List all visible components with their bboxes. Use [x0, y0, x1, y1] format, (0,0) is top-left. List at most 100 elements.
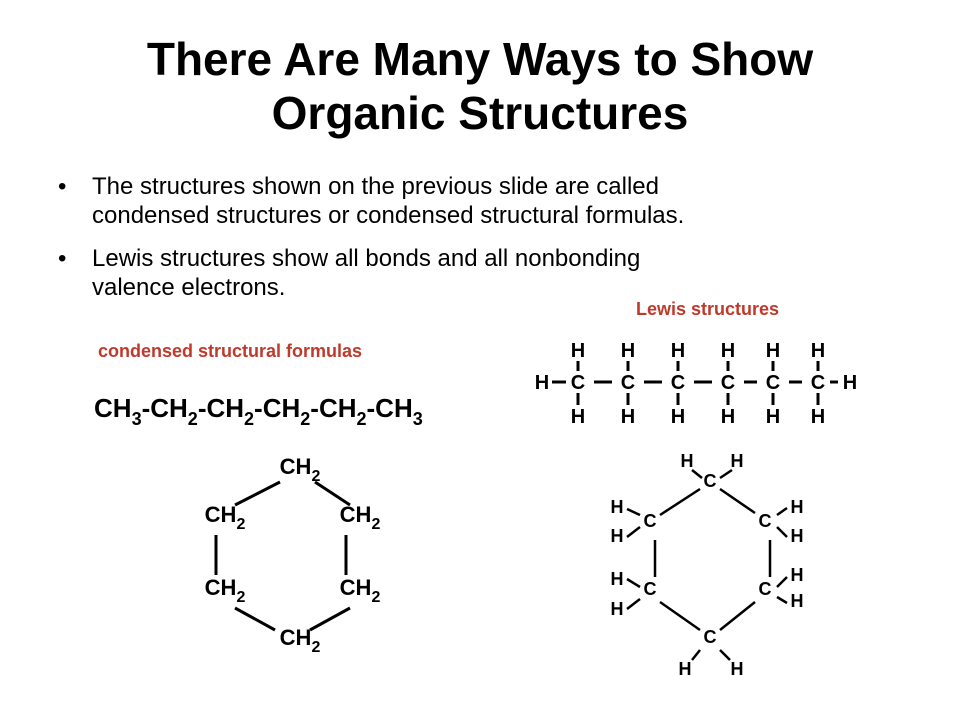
- hydrogen-atom: H: [721, 340, 735, 362]
- bond-line: [626, 526, 641, 538]
- carbon-atom: C: [571, 372, 585, 394]
- subscript: 3: [413, 409, 423, 429]
- hydrogen-atom: H: [681, 451, 694, 471]
- group: -CH: [254, 393, 300, 423]
- bond-line: [719, 601, 756, 631]
- bond-line: [719, 487, 756, 515]
- subscript: 2: [311, 639, 320, 656]
- hydrogen-atom: H: [811, 340, 825, 362]
- ch2-group: CH2: [340, 502, 381, 533]
- hydrogen-atom: H: [731, 659, 744, 679]
- subscript: 2: [357, 409, 367, 429]
- group: -CH: [142, 393, 188, 423]
- hydrogen-atom: H: [621, 340, 635, 362]
- hydrogen-atom: H: [791, 526, 804, 546]
- carbon-atom: C: [621, 372, 635, 394]
- bond-line: [659, 600, 701, 632]
- subscript: 3: [132, 409, 142, 429]
- hydrogen-atom: H: [621, 406, 635, 428]
- ch2-group: CH2: [205, 575, 246, 606]
- hydrogen-atom: H: [766, 340, 780, 362]
- lewis-structures-label: Lewis structures: [636, 299, 780, 319]
- bond-line: [626, 598, 641, 610]
- hydrogen-atom: H: [791, 565, 804, 585]
- bond-line: [626, 577, 641, 589]
- hydrogen-atom: H: [721, 406, 735, 428]
- bond-line: [626, 507, 641, 517]
- bond-line: [776, 526, 788, 538]
- slide-title: There Are Many Ways to Show Organic Stru…: [40, 32, 920, 140]
- group: -CH: [198, 393, 244, 423]
- subscript: 2: [236, 516, 245, 533]
- bullet-2-line-1: Lewis structures show all bonds and all …: [92, 245, 641, 272]
- carbon-atom: C: [721, 372, 735, 394]
- title-line-1: There Are Many Ways to Show: [146, 33, 814, 85]
- bullet-list: • The structures shown on the previous s…: [58, 172, 918, 316]
- bullet-1-line-1: The structures shown on the previous sli…: [92, 173, 659, 200]
- bond-line: [234, 606, 276, 632]
- bullet-item: • Lewis structures show all bonds and al…: [58, 244, 918, 302]
- carbon-atom: C: [759, 579, 772, 599]
- carbon-atom: C: [644, 511, 657, 531]
- bond-line: [659, 487, 701, 517]
- group: CH: [94, 393, 132, 423]
- bond-line: [776, 576, 788, 588]
- bullet-1-line-2: condensed structures or condensed struct…: [92, 202, 685, 229]
- bond-line: [691, 469, 703, 479]
- bond-line: [776, 595, 788, 605]
- bullet-dot-icon: •: [58, 245, 67, 272]
- hydrogen-atom: H: [791, 591, 804, 611]
- subscript: 2: [371, 516, 380, 533]
- hydrogen-atom: H: [611, 569, 624, 589]
- hydrogen-atom: H: [671, 406, 685, 428]
- bond-line: [691, 649, 701, 661]
- carbon-atom: C: [704, 627, 717, 647]
- ch2-group: CH2: [280, 625, 321, 656]
- hydrogen-atom: H: [571, 406, 585, 428]
- title-line-2: Organic Structures: [271, 87, 689, 139]
- carbon-atom: C: [644, 579, 657, 599]
- carbon-atom: C: [704, 471, 717, 491]
- bullet-2-line-2: valence electrons.: [92, 274, 286, 301]
- ch2-group: CH2: [280, 454, 321, 485]
- bond-line: [309, 606, 351, 632]
- bullet-item: • The structures shown on the previous s…: [58, 172, 918, 230]
- hydrogen-atom: H: [791, 497, 804, 517]
- ch2-group: CH2: [205, 502, 246, 533]
- hydrogen-atom: H: [811, 406, 825, 428]
- bond-line: [776, 506, 788, 517]
- bullet-dot-icon: •: [58, 173, 67, 200]
- hydrogen-atom: H: [766, 406, 780, 428]
- bond-line: [314, 480, 351, 507]
- hydrogen-atom: H: [571, 340, 585, 362]
- ch2-group: CH2: [340, 575, 381, 606]
- group: -CH: [367, 393, 413, 423]
- subscript: 2: [311, 468, 320, 485]
- carbon-atom: C: [766, 372, 780, 394]
- subscript: 2: [300, 409, 310, 429]
- hydrogen-atom: H: [611, 526, 624, 546]
- bond-line: [719, 468, 733, 480]
- bond-line: [719, 649, 731, 661]
- condensed-formulas-label: condensed structural formulas: [98, 341, 363, 361]
- hydrogen-atom: H: [679, 659, 692, 679]
- condensed-hexane-formula: CH3-CH2-CH2-CH2-CH2-CH3: [94, 393, 423, 429]
- hydrogen-atom: H: [731, 451, 744, 471]
- hydrogen-atom: H: [611, 497, 624, 517]
- hydrogen-atom: H: [535, 372, 549, 394]
- hydrogen-atom: H: [611, 599, 624, 619]
- subscript: 2: [371, 589, 380, 606]
- subscript: 2: [188, 409, 198, 429]
- group: -CH: [310, 393, 356, 423]
- subscript: 2: [244, 409, 254, 429]
- carbon-atom: C: [759, 511, 772, 531]
- subscript: 2: [236, 589, 245, 606]
- hydrogen-atom: H: [843, 372, 857, 394]
- hydrogen-atom: H: [671, 340, 685, 362]
- svg-text:CH3-CH2-CH2-CH2-CH2-CH3: CH3-CH2-CH2-CH2-CH2-CH3: [94, 393, 423, 429]
- carbon-atom: C: [671, 372, 685, 394]
